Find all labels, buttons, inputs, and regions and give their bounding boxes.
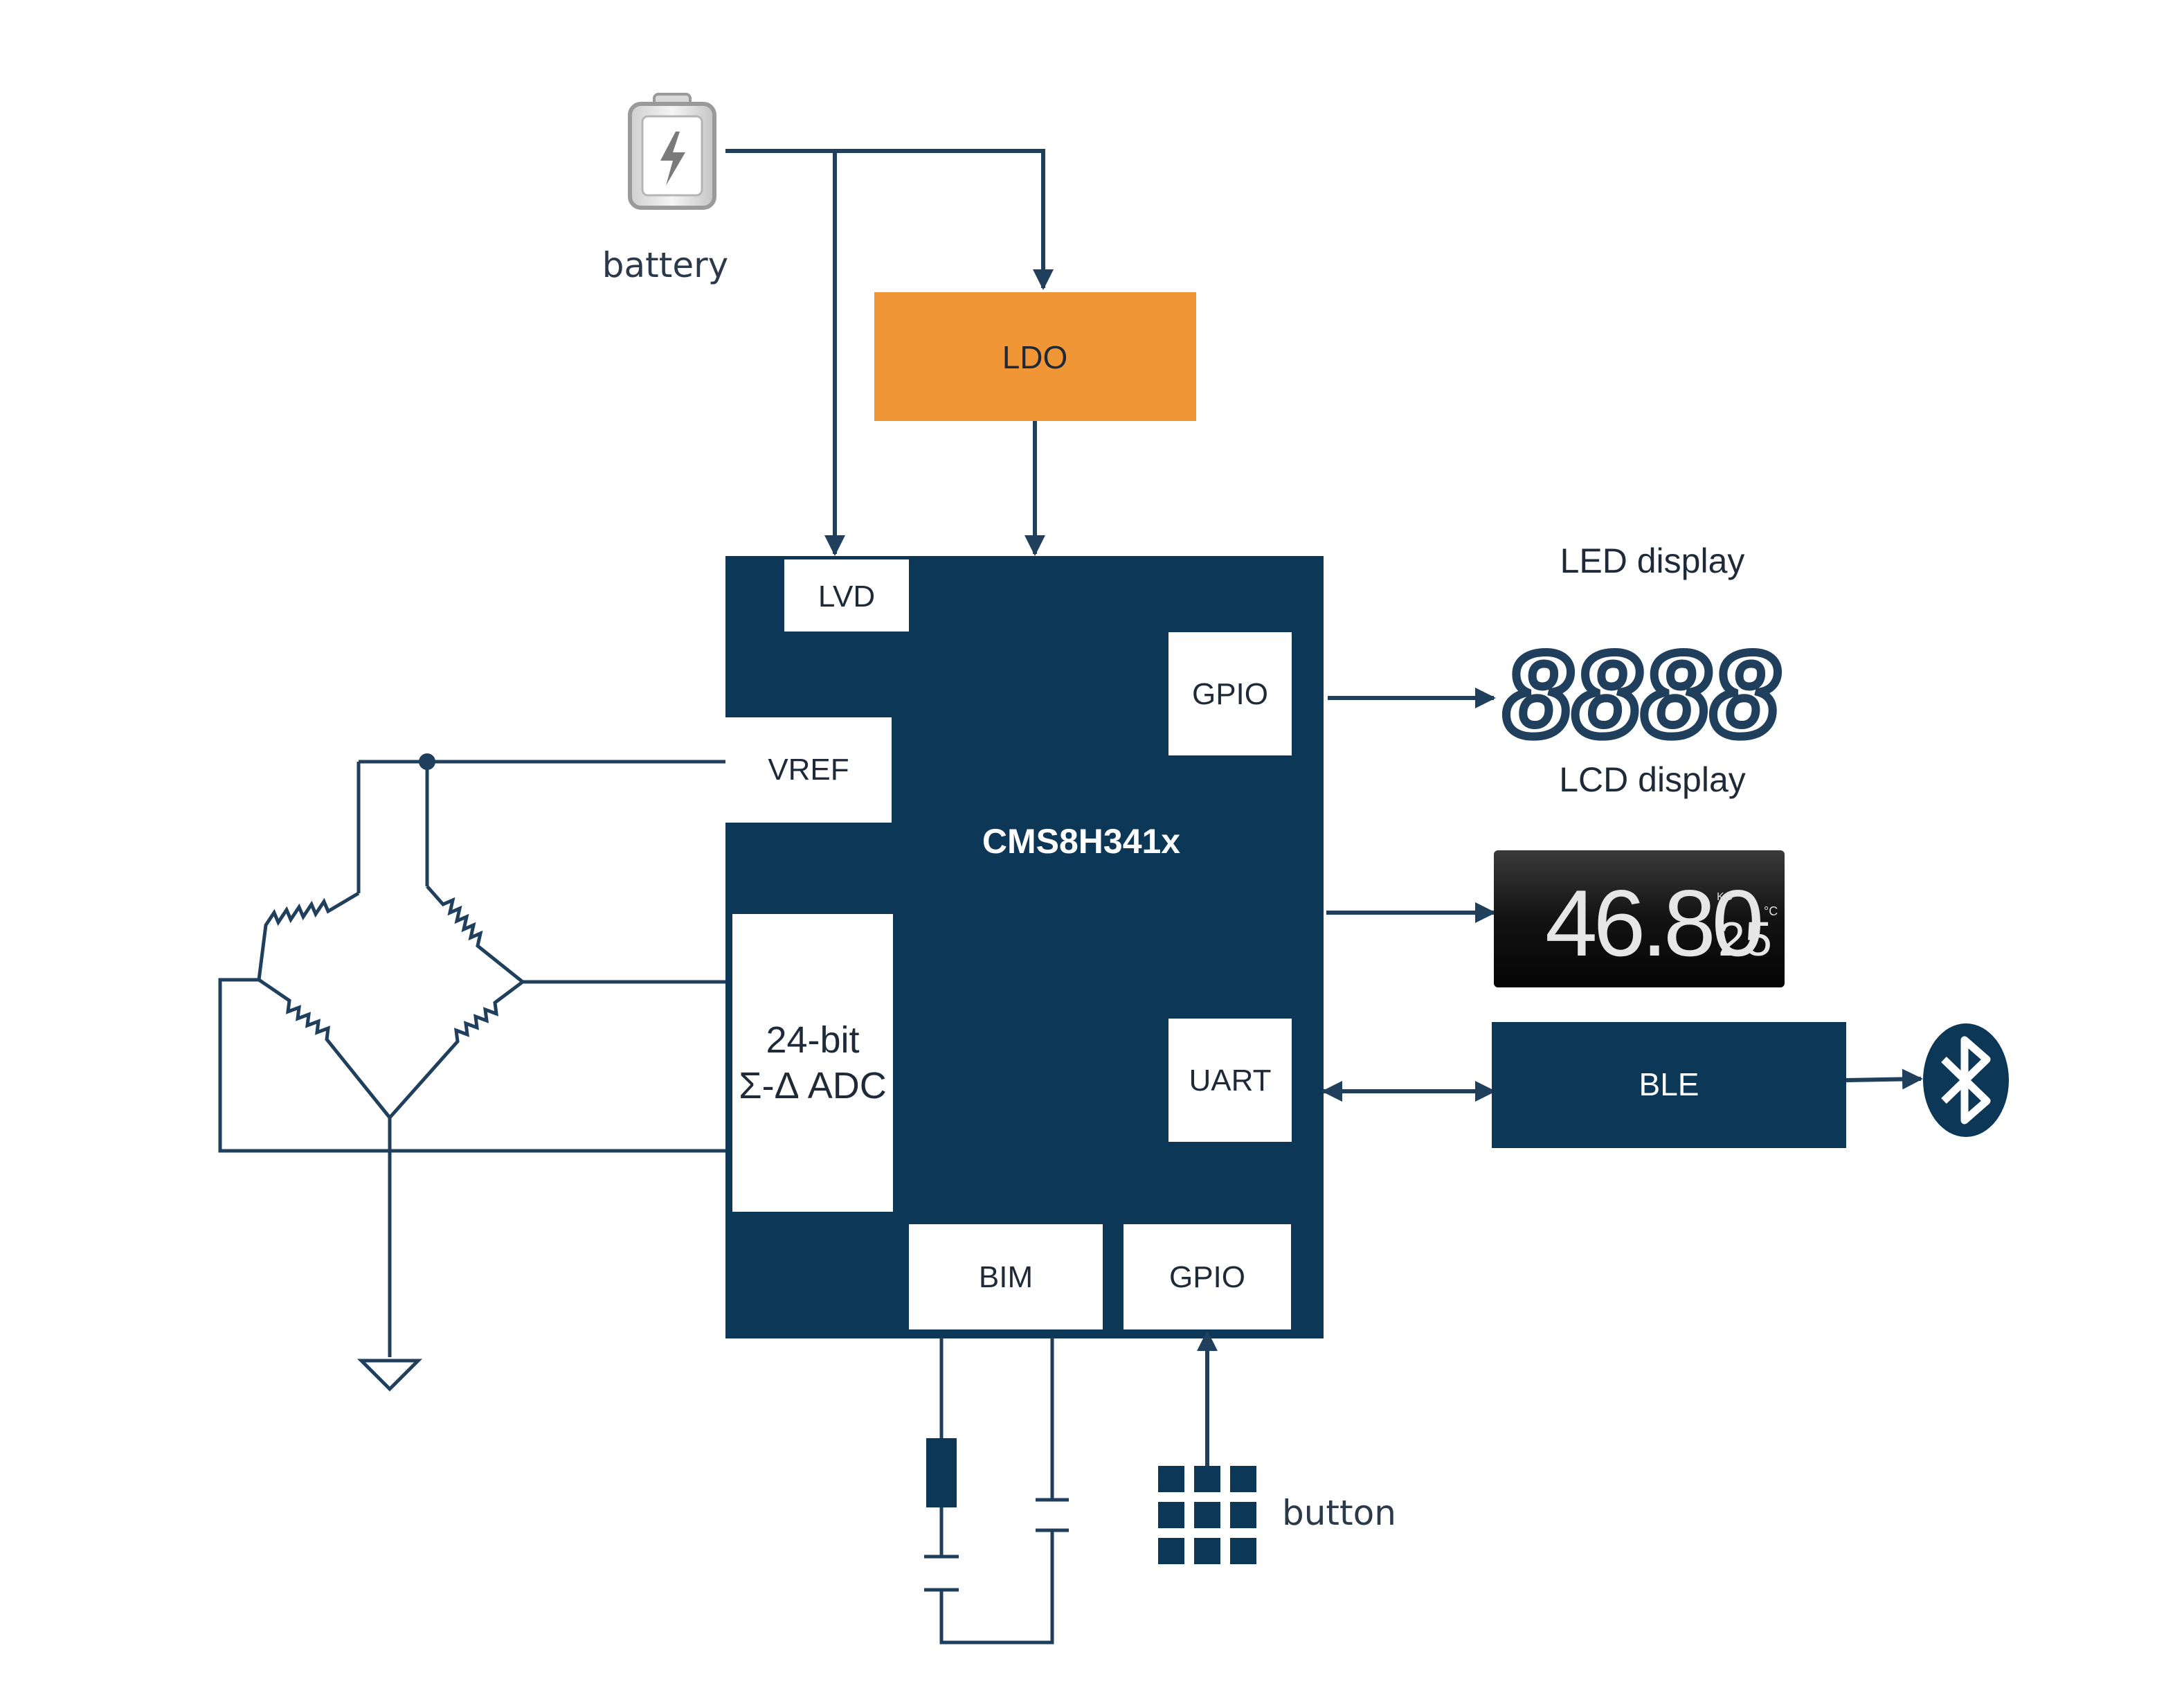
adc-label-line1: 24-bit xyxy=(766,1019,859,1061)
bim-block xyxy=(909,1224,1103,1329)
bluetooth-icon xyxy=(1923,1023,2009,1137)
lcd-display-label: LCD display xyxy=(1559,760,1746,799)
ble-block xyxy=(1492,1022,1846,1148)
bim-filter-network xyxy=(924,1338,1069,1645)
ldo-label: LDO xyxy=(1002,339,1068,375)
ble-to-bluetooth-wire xyxy=(1845,1068,1923,1090)
keypad-icon xyxy=(1158,1466,1256,1564)
gpio-top-label: GPIO xyxy=(1192,677,1268,711)
led-display-label: LED display xyxy=(1560,541,1745,580)
lvd-block xyxy=(784,559,909,631)
load-cell-bridge xyxy=(218,760,725,1357)
lcd-temp: 25 xyxy=(1718,912,1772,966)
bim-resistor xyxy=(926,1438,957,1507)
vref-label: VREF xyxy=(768,753,849,787)
lvd-label: LVD xyxy=(818,580,875,613)
mcu-label: CMS8H341x xyxy=(982,822,1180,861)
adc-label-line2: Σ-Δ ADC xyxy=(739,1065,886,1107)
battery-wires xyxy=(725,149,1054,556)
uart-block xyxy=(1168,1019,1292,1142)
gpio-bottom-block xyxy=(1123,1224,1291,1329)
uart-label: UART xyxy=(1189,1064,1272,1098)
bim-label: BIM xyxy=(979,1260,1033,1294)
battery-icon xyxy=(628,93,716,210)
lcd-display-icon: 46.80 KG 25 °C xyxy=(1494,850,1785,987)
bridge-junction-dot xyxy=(419,753,435,770)
button-label: button xyxy=(1282,1493,1396,1533)
lcd-temp-unit: °C xyxy=(1764,904,1778,918)
battery-label: battery xyxy=(602,245,729,285)
led-display-icon: 8888 xyxy=(1501,624,1783,765)
gpio-bottom-label: GPIO xyxy=(1169,1260,1245,1294)
gpio-top-block xyxy=(1168,632,1292,755)
lcd-value: 46.80 xyxy=(1545,870,1761,976)
vref-block xyxy=(725,717,892,823)
ble-label: BLE xyxy=(1639,1066,1699,1102)
lcd-unit: KG xyxy=(1717,891,1733,903)
ldo-block xyxy=(874,292,1196,421)
ground-icon xyxy=(357,1359,423,1392)
adc-block xyxy=(732,914,893,1212)
led-digits: 8888 xyxy=(1505,628,1781,761)
